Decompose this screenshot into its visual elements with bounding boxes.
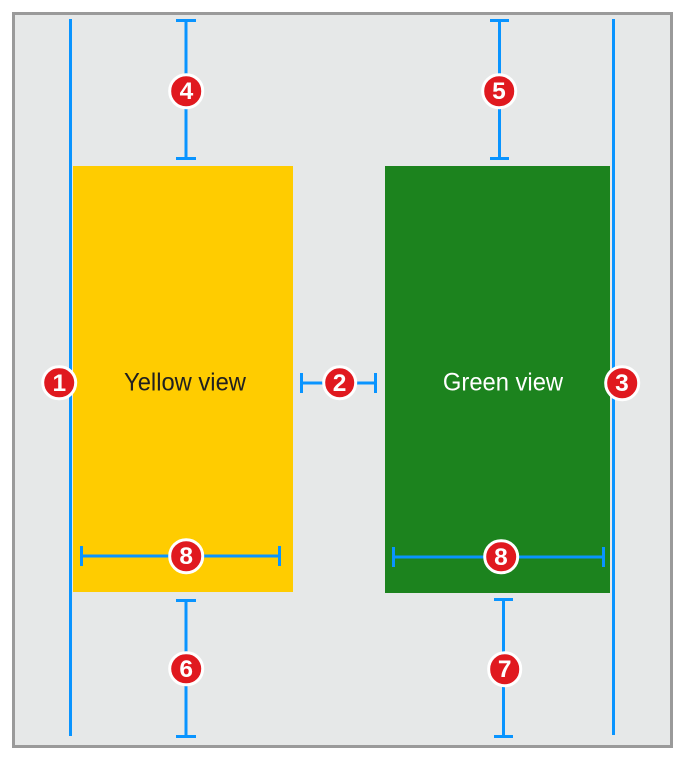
constraint-badge-5: 5 <box>481 73 517 109</box>
constraint-badge-1: 1 <box>41 364 78 401</box>
green-view <box>385 166 611 593</box>
green-view-label: Green view <box>442 368 563 397</box>
constraint-badge-2: 2 <box>321 365 358 401</box>
constraint-badge-7: 7 <box>486 651 523 687</box>
yellow-view-label: Yellow view <box>124 368 247 397</box>
constraint-badge-6: 6 <box>168 650 204 687</box>
yellow-view <box>73 165 293 592</box>
constraint-badge-8-green: 8 <box>483 539 519 575</box>
constraint-badge-4: 4 <box>168 73 205 109</box>
constraint-badge-8-yellow: 8 <box>168 538 204 574</box>
constraint-badge-3: 3 <box>604 365 640 401</box>
